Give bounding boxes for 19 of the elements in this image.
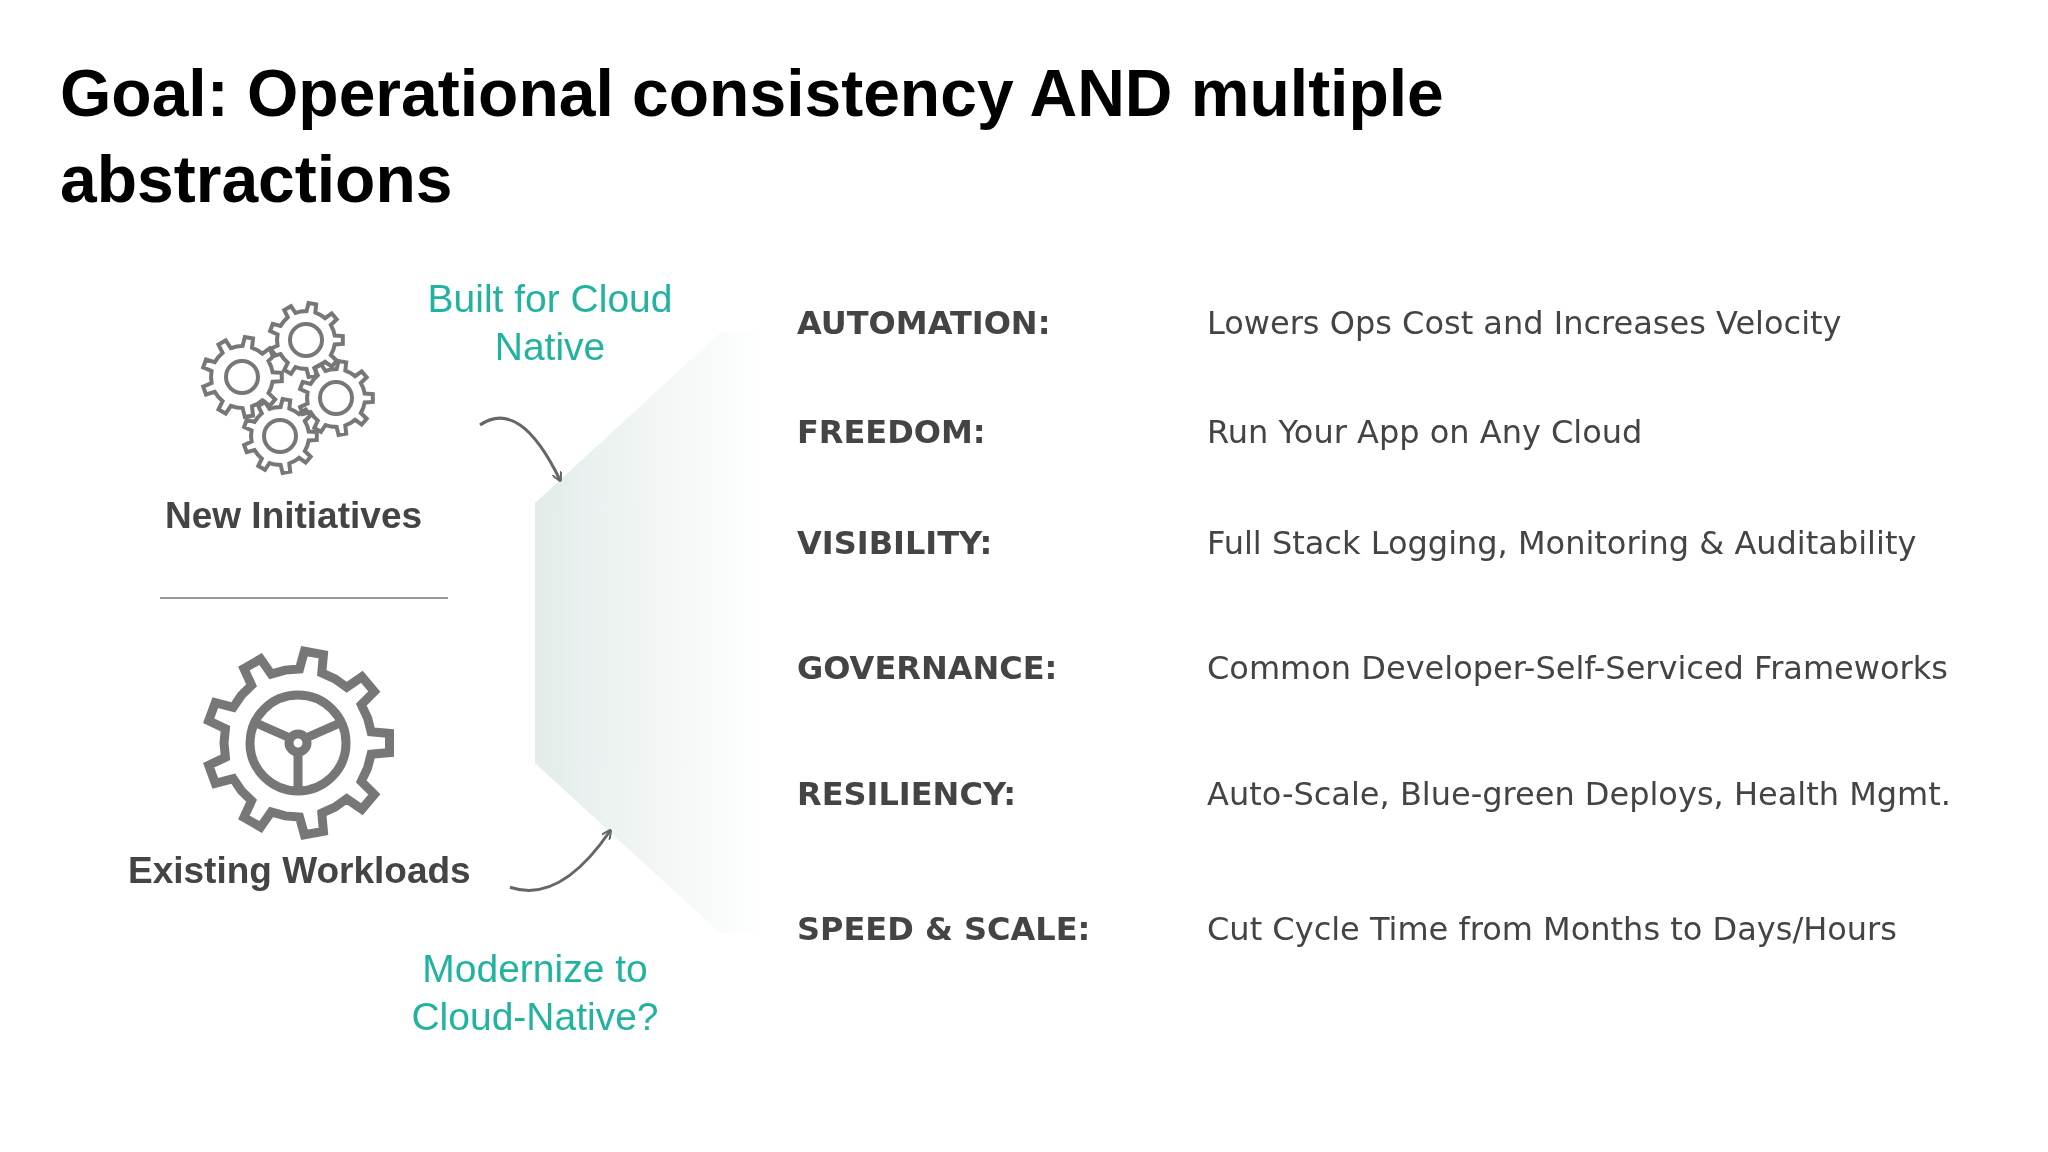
row-text: Full Stack Logging, Monitoring & Auditability xyxy=(1207,524,1917,562)
curved-arrow xyxy=(479,416,562,483)
row-text: Lowers Ops Cost and Increases Velocity xyxy=(1207,304,1842,342)
row-heading: AUTOMATION: xyxy=(797,304,1051,342)
node-label: Existing Workloads xyxy=(128,850,471,892)
row-heading: SPEED & SCALE: xyxy=(797,910,1091,948)
node-label: New Initiatives xyxy=(165,495,423,537)
slide-title: Goal: Operational consistency AND multiple abstractions xyxy=(60,55,1445,218)
row-text: Cut Cycle Time from Months to Days/Hours xyxy=(1207,910,1897,948)
curved-arrow xyxy=(509,828,613,892)
row-text: Common Developer-Self-Serviced Frameworks xyxy=(1207,649,1948,687)
row-heading: GOVERNANCE: xyxy=(797,649,1058,687)
edge-label: Built for Cloud Native xyxy=(426,276,674,370)
row-text: Run Your App on Any Cloud xyxy=(1207,413,1643,451)
row-heading: FREEDOM: xyxy=(797,413,986,451)
edge-label: Modernize to Cloud-Native? xyxy=(410,946,660,1040)
row-heading: VISIBILITY: xyxy=(797,524,993,562)
row-text: Auto-Scale, Blue-green Deploys, Health Mgmt. xyxy=(1207,775,1951,813)
row-heading: RESILIENCY: xyxy=(797,775,1017,813)
